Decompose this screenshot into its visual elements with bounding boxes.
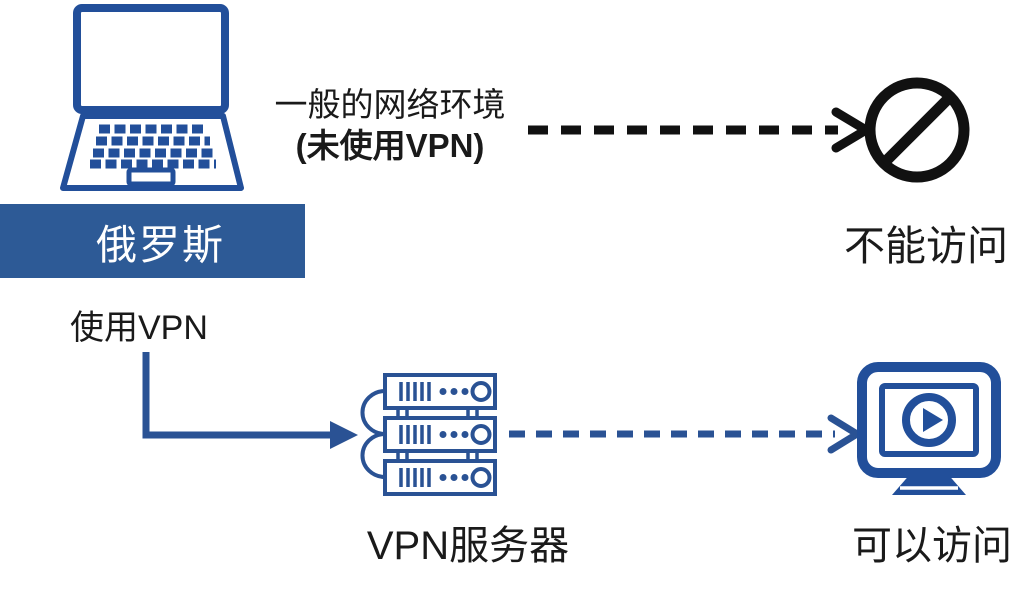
server-stack-icon: [360, 370, 504, 502]
normal-env-label: 一般的网络环境 (未使用VPN): [250, 84, 530, 166]
cannot-access-label: 不能访问: [844, 223, 1008, 269]
russia-banner: 俄罗斯: [0, 204, 305, 278]
russia-label: 俄罗斯: [96, 222, 225, 268]
normal-env-line2: (未使用VPN): [295, 127, 485, 164]
vpn-server-label: VPN服务器: [366, 524, 570, 568]
monitor-play-icon: [855, 360, 1003, 502]
prohibition-icon: [862, 75, 972, 185]
can-access-label: 可以访问: [852, 524, 1012, 568]
use-vpn-label: 使用VPN: [70, 309, 208, 347]
normal-env-line1: 一般的网络环境: [274, 86, 506, 123]
solid-elbow-arrow-blue: [130, 345, 375, 455]
dashed-arrow-blue: [505, 410, 875, 458]
dashed-arrow-black: [520, 105, 880, 155]
laptop-icon: [55, 2, 251, 198]
